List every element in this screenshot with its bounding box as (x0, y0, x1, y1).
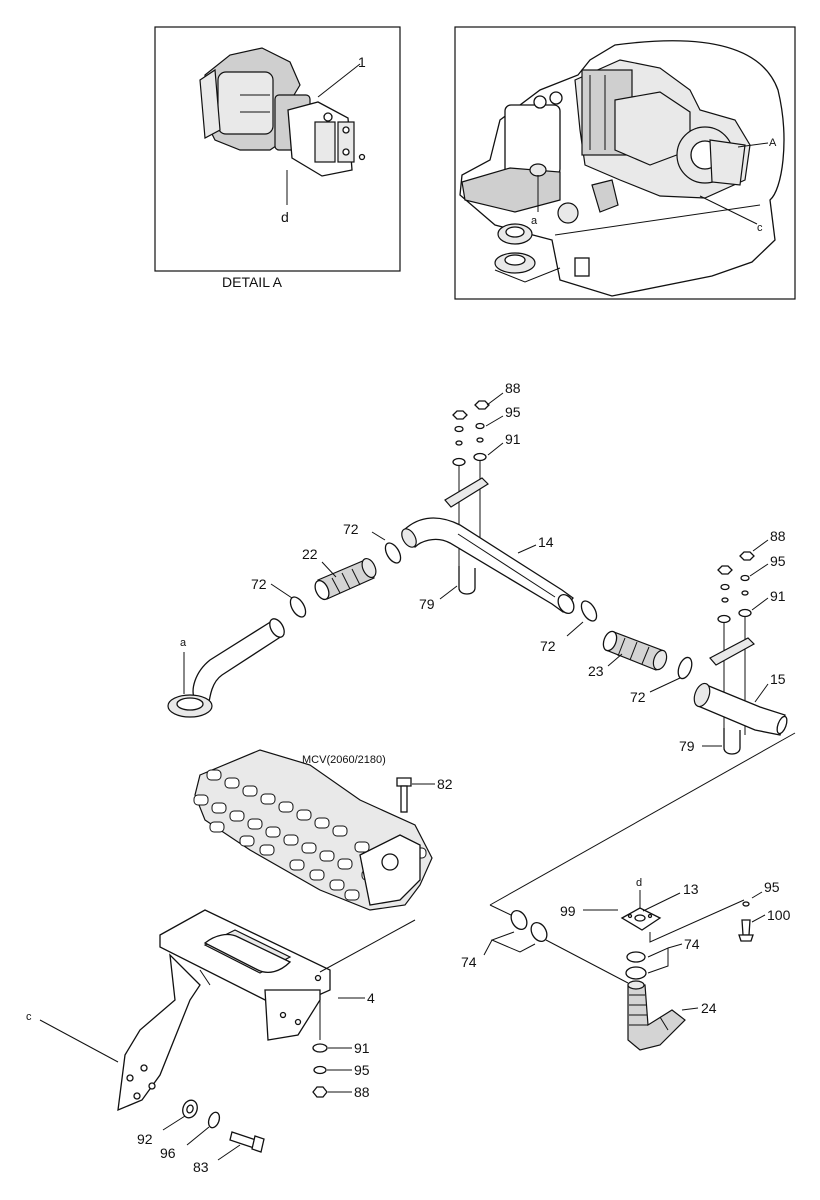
pump-detail-illustration (199, 47, 366, 177)
label-99: 99 (560, 903, 576, 919)
clamp-72-c (580, 600, 598, 622)
mcv-control-valve (193, 749, 433, 911)
label-24: 24 (701, 1000, 717, 1016)
u-bolt-79-top (458, 566, 476, 595)
label-23: 23 (588, 663, 604, 679)
label-72-d: 72 (630, 689, 646, 705)
hose-24 (627, 980, 686, 1051)
machine-overview-illustration (459, 40, 785, 297)
label-72-c: 72 (540, 638, 556, 654)
label-79-top: 79 (419, 596, 435, 612)
label-88-bottom: 88 (354, 1084, 370, 1100)
clamps-74-right (625, 951, 647, 980)
detail-a-caption: DETAIL A (222, 274, 283, 290)
mcv-label: MCV(2060/2180) (302, 754, 386, 766)
washer-92 (182, 1099, 198, 1119)
overview-label-A: A (769, 137, 777, 149)
label-92: 92 (137, 1131, 153, 1147)
label-72-b: 72 (251, 576, 267, 592)
clamp-72-b (289, 596, 307, 618)
machine-overview-panel: A a c (454, 26, 796, 300)
label-95-top: 95 (505, 404, 521, 420)
label-14: 14 (538, 534, 554, 550)
reducer-pipe-15 (693, 682, 788, 736)
label-91-top: 91 (505, 431, 521, 447)
hose-22 (314, 557, 377, 601)
label-95-right: 95 (770, 553, 786, 569)
label-d-flange: d (636, 877, 642, 889)
label-c-bracket: c (26, 1011, 32, 1023)
overview-label-c: c (757, 222, 763, 234)
label-83: 83 (193, 1159, 209, 1175)
detail-label-d: d (281, 209, 289, 225)
label-72-a: 72 (343, 521, 359, 537)
label-15: 15 (770, 671, 786, 687)
hose-23 (602, 630, 668, 671)
overview-label-a: a (531, 215, 538, 227)
label-4: 4 (367, 990, 375, 1006)
pipe-14 (401, 517, 575, 614)
clamp-72-d (677, 656, 693, 680)
label-74-right: 74 (684, 936, 700, 952)
bolt-82 (396, 777, 412, 813)
flange-13 (620, 890, 662, 931)
u-bolt-79-right (723, 728, 741, 755)
hardware-stack-right (709, 551, 755, 750)
label-13: 13 (683, 881, 699, 897)
label-95-bottom: 95 (354, 1062, 370, 1078)
label-88-right: 88 (770, 528, 786, 544)
label-82: 82 (437, 776, 453, 792)
bolt-100 (738, 919, 754, 942)
detail-a-panel: 1 d (154, 26, 401, 272)
label-a-pipe: a (180, 637, 187, 649)
label-88-top: 88 (505, 380, 521, 396)
label-96: 96 (160, 1145, 176, 1161)
label-79-right: 79 (679, 738, 695, 754)
label-91-right: 91 (770, 588, 786, 604)
clamps-74-left (510, 910, 548, 942)
bracket-4 (117, 909, 331, 1112)
label-100: 100 (767, 907, 791, 923)
detail-label-1: 1 (358, 54, 366, 70)
hardware-stack-bottom (312, 998, 328, 1098)
bolt-83 (229, 1131, 265, 1153)
label-91-bottom: 91 (354, 1040, 370, 1056)
label-95-bottom-right: 95 (764, 879, 780, 895)
label-74-left: 74 (461, 954, 477, 970)
label-22: 22 (302, 546, 318, 562)
clamp-72-a (384, 542, 402, 564)
suction-pipe-a (167, 618, 285, 718)
washer-96 (207, 1111, 221, 1129)
